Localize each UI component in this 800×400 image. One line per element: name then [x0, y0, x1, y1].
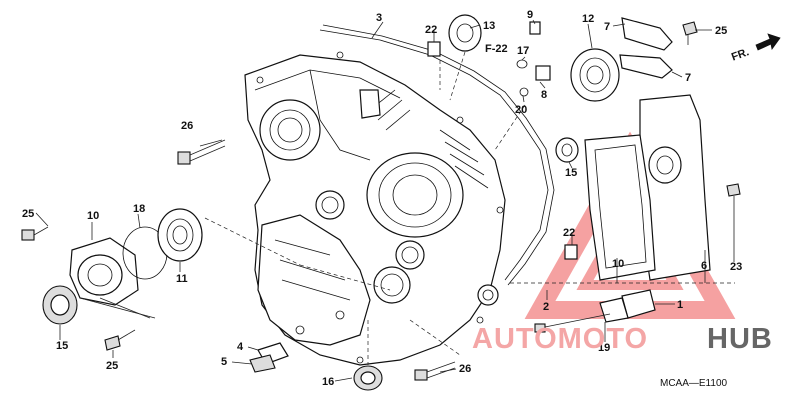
arrow-right-icon — [755, 33, 781, 51]
fr-label: FR. — [730, 46, 751, 63]
oring-18 — [516, 59, 528, 69]
washer-21 — [519, 87, 529, 97]
callout-5: 5 — [221, 356, 227, 368]
callout-26-top: 26 — [181, 120, 193, 132]
callout-19: 18 — [133, 203, 145, 215]
callout-10: 9 — [527, 9, 533, 21]
callout-22-top: 22 — [425, 24, 437, 36]
leader-lines — [35, 19, 735, 382]
collar-22-top — [427, 41, 441, 57]
callout-1: 1 — [677, 299, 683, 311]
bolt-26-lower — [414, 361, 456, 381]
ref-f22: F-22 — [485, 43, 508, 55]
callout-11: 10 — [87, 210, 99, 222]
bolt-23 — [726, 183, 741, 240]
callout-2: 2 — [543, 301, 549, 313]
bolt-24 — [682, 21, 698, 45]
callout-23: 23 — [730, 261, 742, 273]
callout-15: 15 — [565, 167, 577, 179]
seal-17 — [353, 365, 383, 391]
seal-16 — [42, 285, 78, 325]
callout-25-bottom: 25 — [106, 360, 118, 372]
callout-22-mid: 22 — [563, 227, 575, 239]
bushing-15 — [555, 137, 579, 163]
callout-13: 12 — [582, 13, 594, 25]
callout-18: 17 — [517, 45, 529, 57]
callout-9: 8 — [541, 89, 547, 101]
sensor-1 — [599, 289, 656, 323]
diagram-code: MCAA—E1100 — [660, 378, 728, 389]
callout-6: 6 — [701, 260, 707, 272]
callout-3: 3 — [376, 12, 382, 24]
collar-9 — [535, 65, 551, 81]
callout-14: 13 — [483, 20, 495, 32]
callout-4: 4 — [237, 341, 244, 353]
callout-17: 16 — [322, 376, 334, 388]
callout-21: 20 — [515, 104, 527, 116]
bearing-13 — [570, 48, 620, 102]
callout-7-top: 7 — [604, 21, 610, 33]
pin-10 — [529, 21, 541, 35]
watermark-text: AUTOMOTO HUB — [472, 323, 773, 355]
bearing-14 — [448, 14, 482, 52]
gasket-cover-6 — [639, 94, 711, 281]
callout-8: 10 — [612, 258, 624, 270]
housing-11 — [69, 237, 139, 306]
callout-20: 19 — [598, 342, 610, 354]
watermark-automoto: AUTOMOTO — [472, 323, 648, 355]
callout-26-bottom: 26 — [459, 363, 471, 375]
gasket-8 — [584, 134, 656, 281]
pipe-20 — [534, 313, 611, 333]
bearing-12 — [157, 208, 203, 262]
front-direction-arrow: FR. — [730, 33, 781, 64]
clip-4-5 — [249, 342, 289, 373]
bolt-25-left — [21, 226, 49, 241]
callout-16: 15 — [56, 340, 68, 352]
callout-25-top: 25 — [22, 208, 34, 220]
callout-7-bottom: 7 — [685, 72, 691, 84]
watermark-hub: HUB — [707, 323, 773, 355]
crankcase-cover — [244, 24, 555, 366]
callout-labels: 3 22 13 9 17 8 20 F-22 12 7 7 25 15 22 1… — [22, 9, 742, 388]
callout-12: 11 — [176, 273, 188, 285]
callout-24: 25 — [715, 25, 727, 37]
bracket-7 — [619, 17, 673, 79]
collar-22-mid — [564, 244, 578, 260]
bolt-25-lower — [104, 329, 136, 351]
bolt-26-upper — [177, 139, 226, 165]
